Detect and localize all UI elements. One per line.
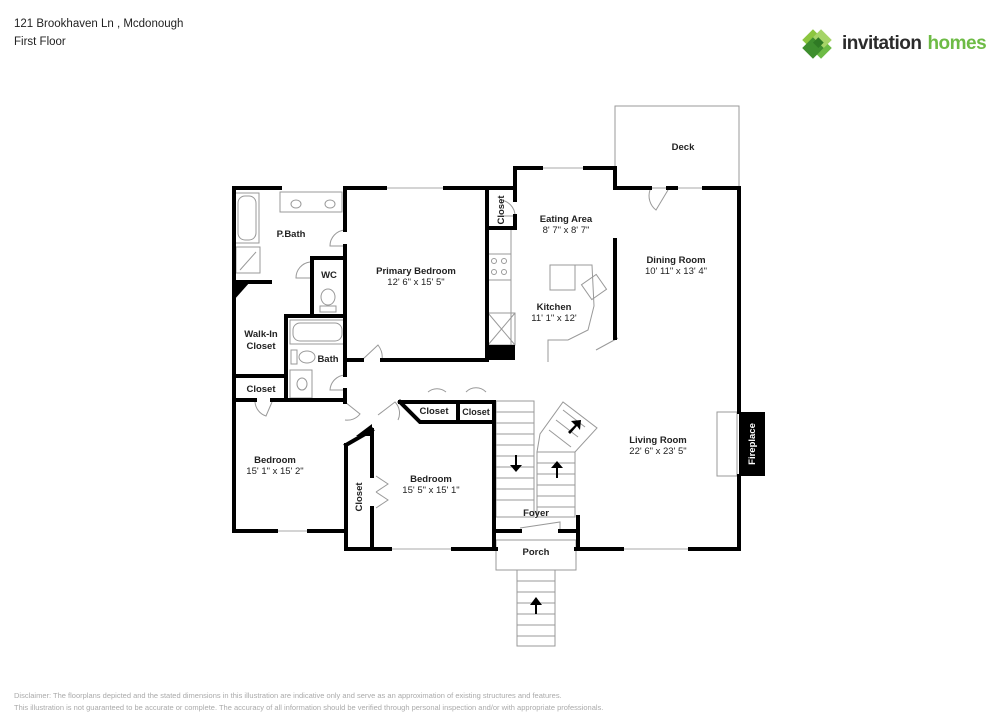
label-kitchen: Kitchen	[537, 302, 572, 313]
bathtub-hall-bath	[289, 319, 346, 345]
floor-label: First Floor	[14, 36, 66, 48]
logo-word-homes: homes	[927, 33, 987, 54]
label-bath: Bath	[317, 354, 338, 365]
label-primary-bedroom: Primary Bedroom	[376, 266, 456, 277]
label-living-room: Living Room	[629, 435, 687, 446]
arrow-diag-icon	[568, 420, 581, 434]
sinks-pbath	[279, 191, 343, 213]
stairs-up	[536, 401, 598, 518]
arrow-down-icon	[510, 455, 522, 472]
dims-bedroom-1: 15' 1" x 15' 2"	[246, 466, 303, 477]
logo-mark-icon	[802, 29, 832, 59]
windows	[276, 167, 704, 550]
fireplace-block	[739, 412, 765, 476]
label-wc: WC	[321, 270, 337, 281]
label-bedroom-1: Bedroom	[254, 455, 296, 466]
disclaimer-line-2: This illustration is not guaranteed to b…	[14, 703, 604, 712]
sink-hall-bath	[289, 369, 313, 399]
logo-word-invitation: invitation	[842, 33, 922, 54]
invitation-homes-logo: invitation homes	[798, 24, 988, 64]
label-closet-kitchen: Closet	[496, 195, 507, 225]
label-closet-bed2-side: Closet	[354, 482, 365, 512]
label-foyer: Foyer	[523, 508, 549, 519]
toilet-hall-bath	[290, 349, 316, 365]
dims-kitchen: 11' 1" x 12'	[531, 313, 577, 324]
walls	[232, 166, 741, 551]
dims-living-room: 22' 6" x 23' 5"	[629, 446, 686, 457]
hearth	[716, 411, 738, 477]
label-p-bath: P.Bath	[277, 229, 306, 240]
label-eating-area: Eating Area	[540, 214, 593, 225]
dims-primary-bedroom: 12' 6" x 15' 5"	[387, 277, 444, 288]
arrow-up-porch-icon	[530, 597, 542, 614]
disclaimer-line-1: Disclaimer: The floorplans depicted and …	[14, 691, 562, 700]
disclaimer: Disclaimer: The floorplans depicted and …	[14, 690, 603, 714]
dims-dining-room: 10' 11" x 13' 4"	[645, 266, 707, 277]
label-porch: Porch	[523, 547, 550, 558]
label-closet-bed2-a: Closet	[419, 406, 449, 417]
label-dining-room: Dining Room	[646, 255, 705, 266]
label-fireplace: Fireplace	[747, 423, 758, 465]
label-walk-in-2: Closet	[246, 341, 276, 352]
kitchen-counters	[487, 230, 608, 362]
toilet-wc	[319, 288, 337, 313]
address: 121 Brookhaven Ln , Mcdonough	[14, 18, 184, 30]
label-walk-in-1: Walk-In	[244, 329, 278, 340]
label-bedroom-2: Bedroom	[410, 474, 452, 485]
header: 121 Brookhaven Ln , Mcdonough First Floo…	[14, 15, 183, 51]
dims-eating-area: 8' 7" x 8' 7"	[543, 225, 590, 236]
label-closet-bed2-b: Closet	[462, 407, 490, 417]
dims-bedroom-2: 15' 5" x 15' 1"	[402, 485, 459, 496]
bathtub-pbath	[234, 192, 260, 244]
label-deck: Deck	[672, 142, 695, 153]
shower-pbath	[235, 246, 261, 274]
wall-fills	[234, 282, 765, 476]
label-closet-hall: Closet	[246, 384, 276, 395]
door-swings	[254, 189, 669, 530]
stair-arrows	[510, 420, 581, 614]
stove-icon	[491, 258, 507, 275]
arrow-up-icon	[551, 461, 563, 478]
